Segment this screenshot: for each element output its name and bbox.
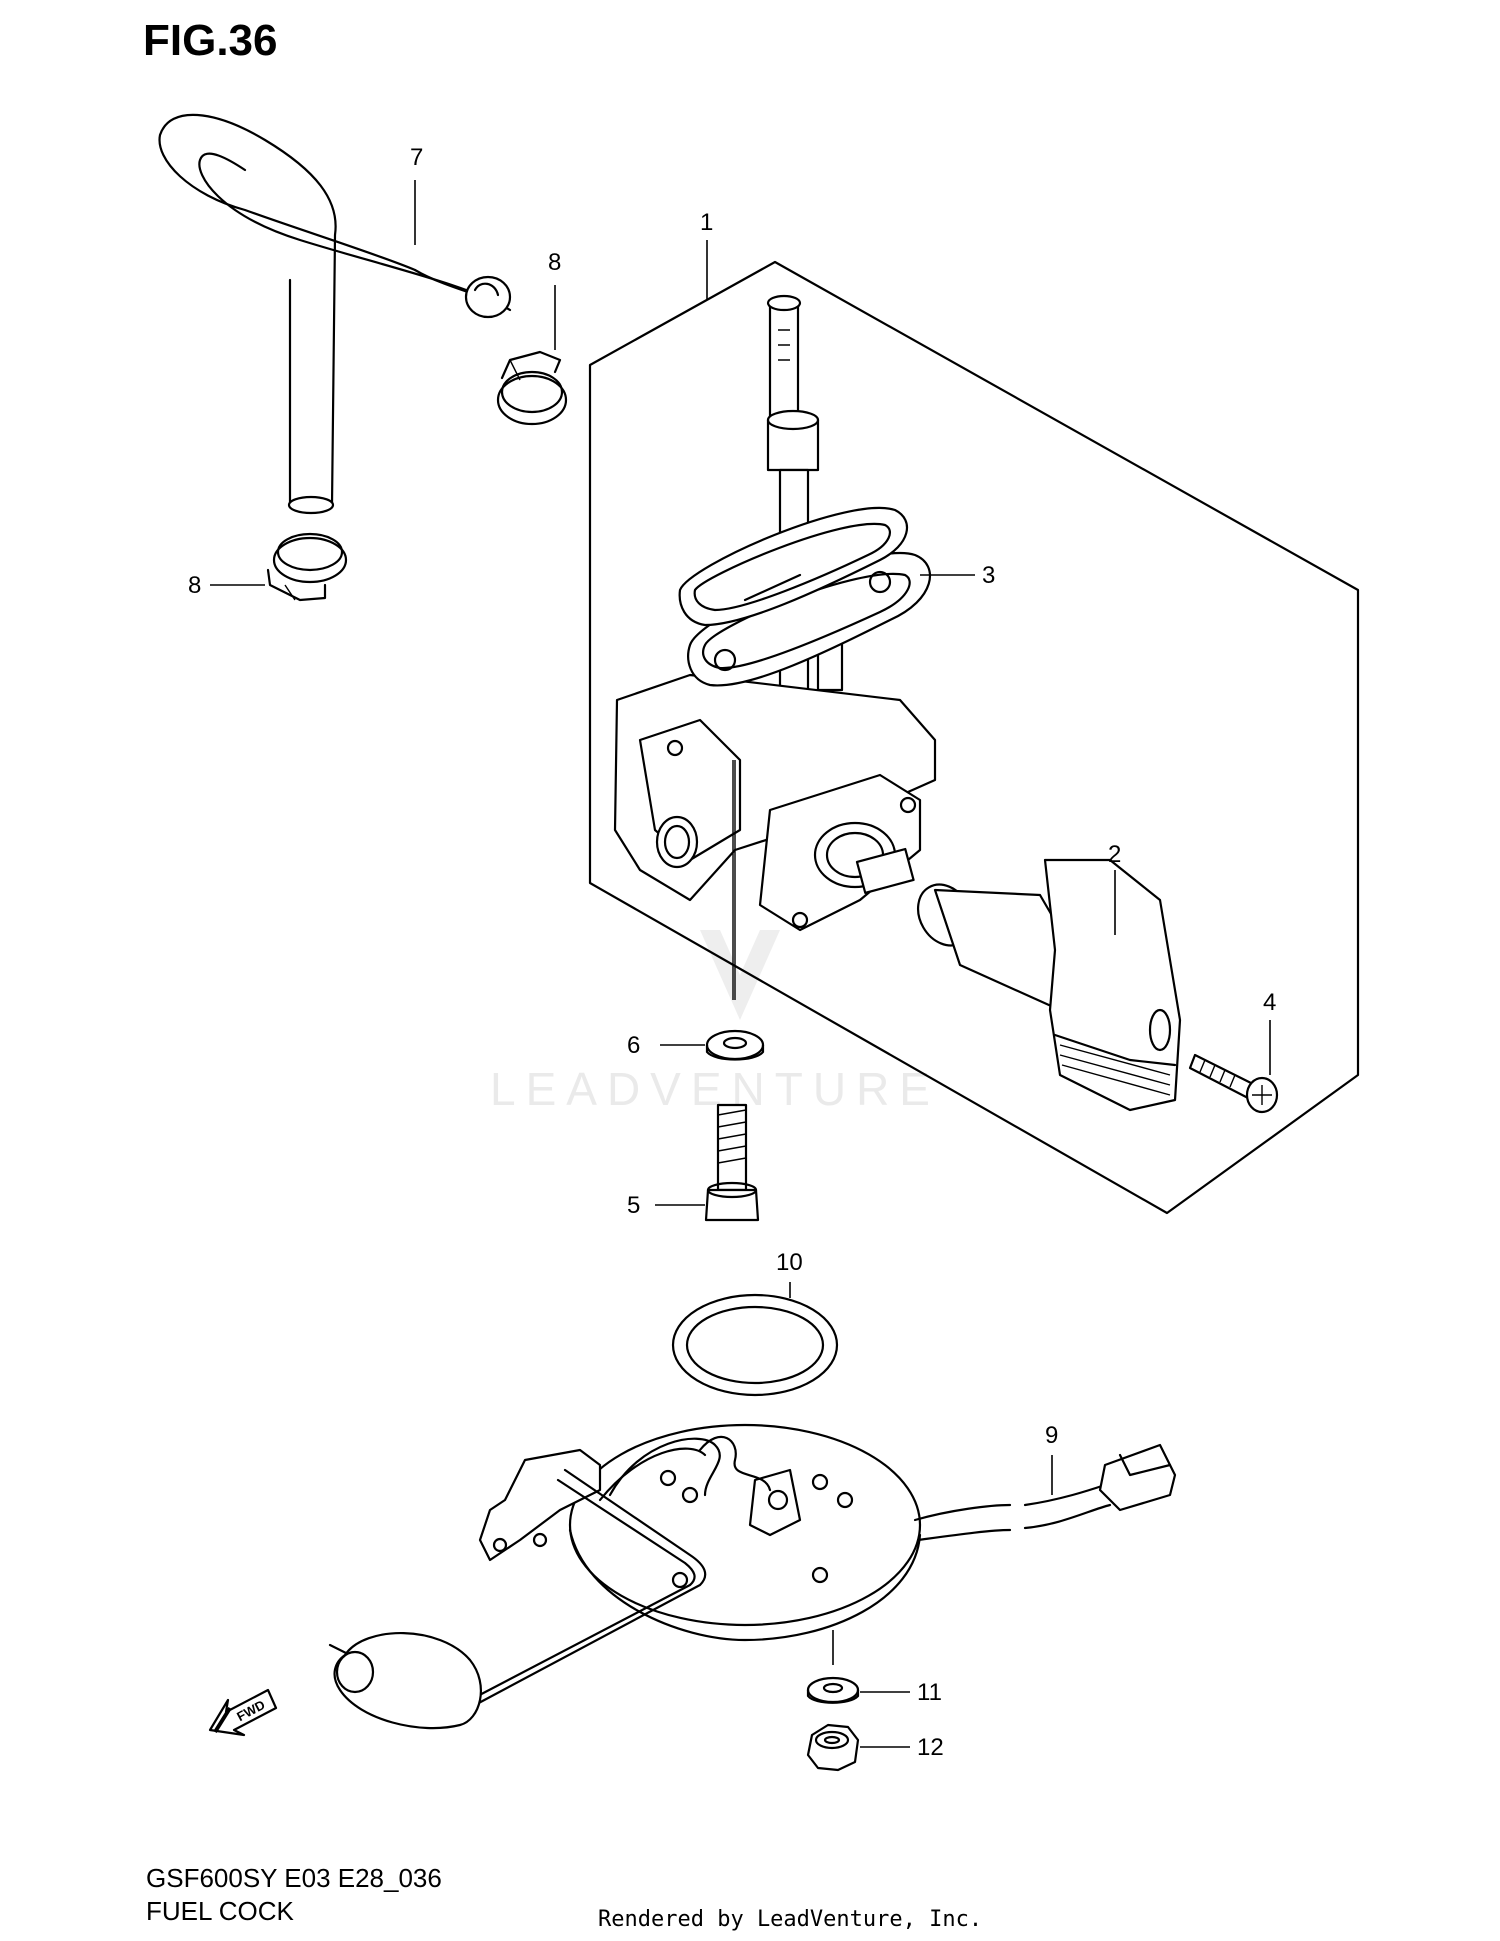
fuel-hose-part [158, 113, 512, 515]
screw-part [1188, 1053, 1279, 1114]
callout-12: 12 [917, 1734, 944, 1761]
callout-8-lower: 8 [188, 572, 201, 599]
callout-3: 3 [982, 562, 995, 589]
callout-2: 2 [1108, 841, 1121, 868]
gasket-part [678, 507, 931, 687]
washer-small-part [806, 1676, 860, 1704]
figure-title: FIG.36 [143, 16, 278, 65]
fuel-level-gauge-part [328, 1423, 1177, 1730]
hose-clamp-lower [266, 532, 348, 602]
washer-part [705, 1029, 765, 1061]
callout-10: 10 [776, 1249, 803, 1276]
callout-7: 7 [410, 144, 423, 171]
o-ring-part [671, 1293, 839, 1397]
callout-8-upper: 8 [548, 249, 561, 276]
nut-part [806, 1723, 860, 1772]
model-code: GSF600SY E03 E28_036 [146, 1863, 442, 1893]
callout-9: 9 [1045, 1422, 1058, 1449]
callout-5: 5 [627, 1192, 640, 1219]
bolt-part [704, 1103, 760, 1222]
fuel-cock-lever-part [916, 858, 1182, 1112]
callout-11: 11 [917, 1679, 942, 1706]
forward-arrow-icon: FWD [208, 1688, 278, 1737]
hose-clamp-upper [496, 350, 568, 426]
svg-text:LEADVENTURE: LEADVENTURE [490, 1063, 940, 1115]
section-name: FUEL COCK [146, 1896, 294, 1926]
watermark: LEADVENTURE [490, 930, 940, 1115]
callout-4: 4 [1263, 989, 1276, 1016]
callout-1: 1 [700, 209, 713, 236]
callout-6: 6 [627, 1032, 640, 1059]
render-credit: Rendered by LeadVenture, Inc. [598, 1907, 982, 1932]
assembly-1-boundary [588, 260, 1360, 1215]
